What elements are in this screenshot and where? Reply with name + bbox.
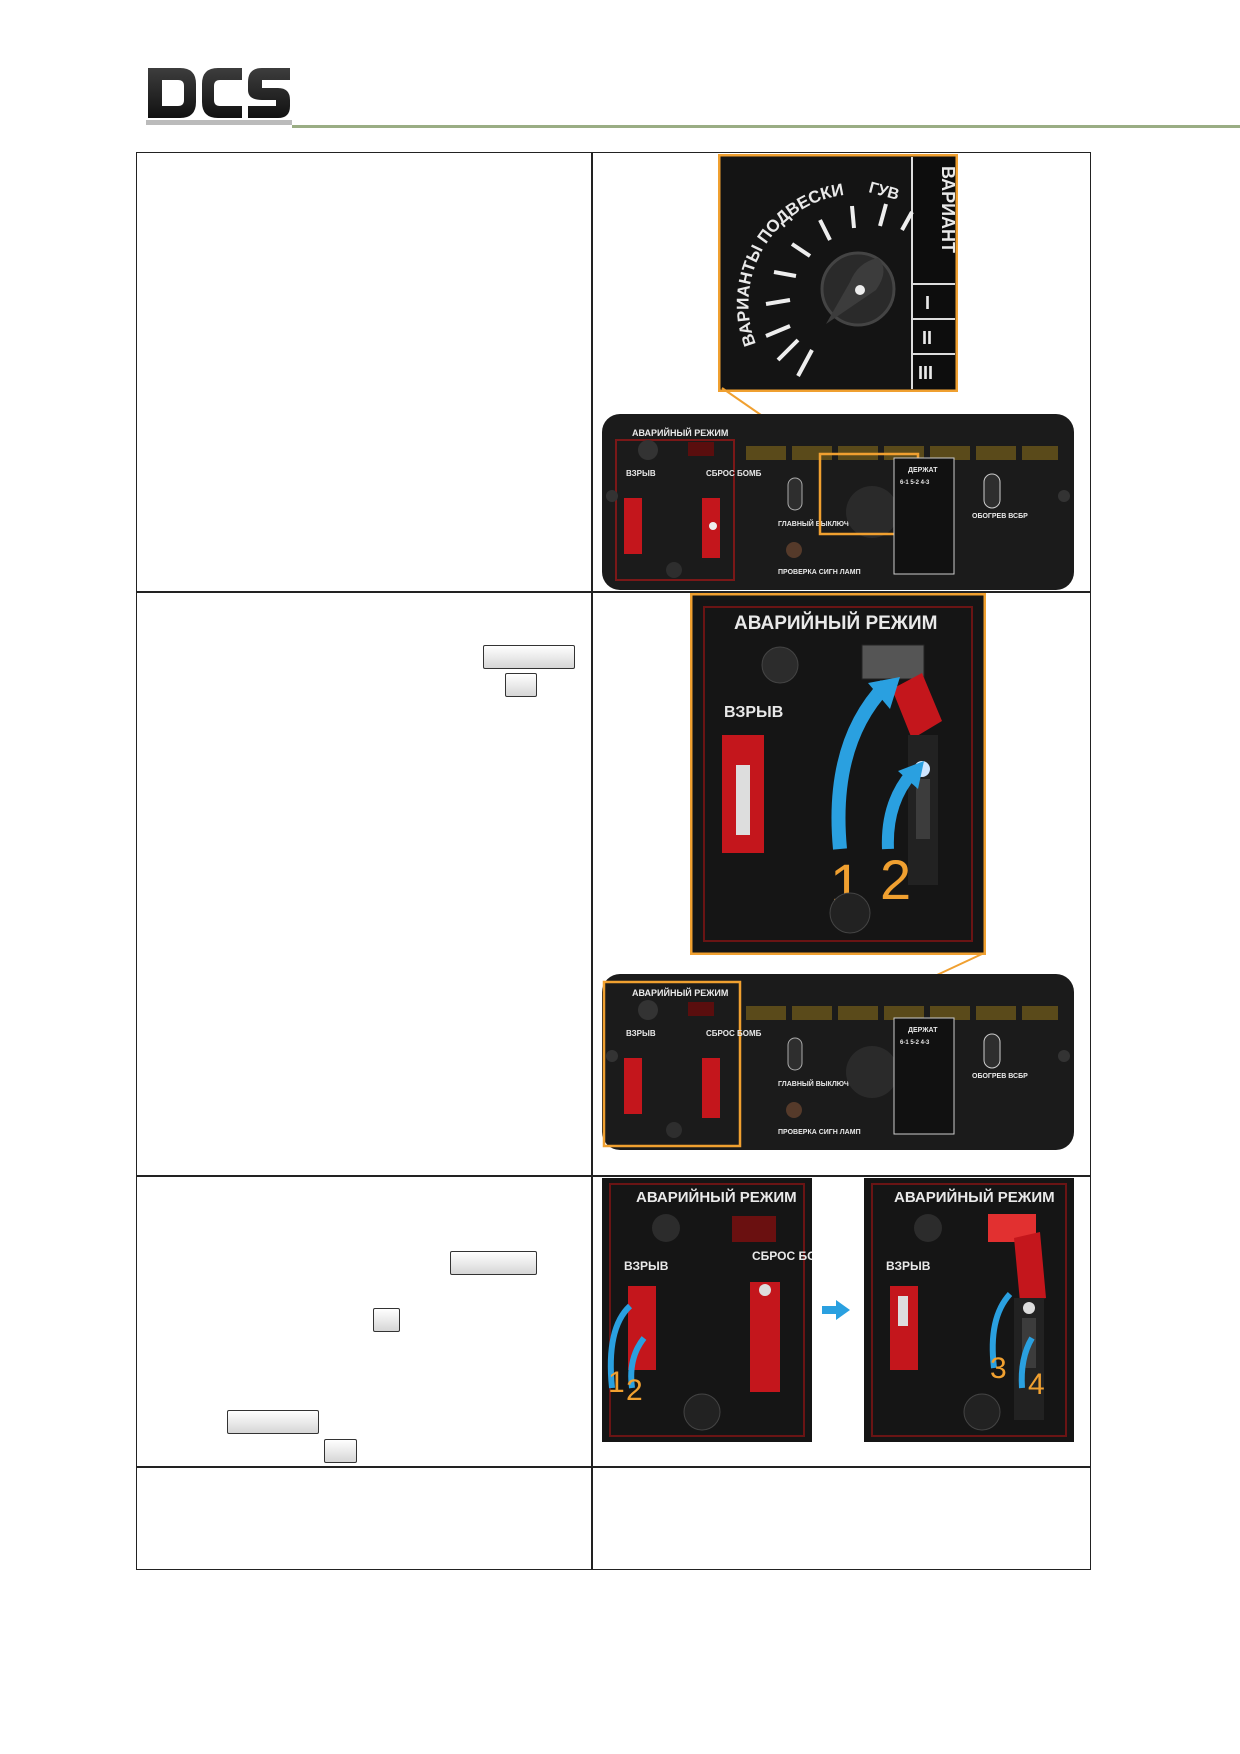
callout-3: 3 bbox=[990, 1352, 1007, 1385]
key-badge bbox=[373, 1308, 400, 1332]
panel-emergency-label: АВАРИЙНЫЙ РЕЖИМ bbox=[632, 987, 728, 998]
variant-title: ВАРИАНТ bbox=[938, 166, 958, 253]
row-divider bbox=[137, 591, 1090, 593]
panel-explosion-label: ВЗРЫВ bbox=[626, 469, 656, 478]
emergency-mode-before: АВАРИЙНЫЙ РЕЖИМ ВЗРЫВ СБРОС БОМБ 1 2 bbox=[602, 1178, 812, 1442]
dcs-logo bbox=[146, 68, 292, 125]
variant-numeral: II bbox=[922, 328, 932, 348]
before-explosion-label: ВЗРЫВ bbox=[624, 1259, 669, 1273]
key-badge bbox=[227, 1410, 319, 1434]
before-bomb-label: СБРОС БОМБ bbox=[752, 1249, 812, 1263]
weapons-control-panel: АВАРИЙНЫЙ РЕЖИМ ВЗРЫВ СБРОС БОМБ ГЛАВНЫЙ… bbox=[602, 974, 1074, 1150]
callout-4: 4 bbox=[1028, 1368, 1045, 1401]
panel-hold-label: ДЕРЖАТ bbox=[908, 1027, 938, 1034]
variant-numeral: III bbox=[918, 363, 933, 383]
panel-emergency-label: АВАРИЙНЫЙ РЕЖИМ bbox=[632, 427, 728, 438]
after-explosion-label: ВЗРЫВ bbox=[886, 1259, 931, 1273]
header-rule bbox=[292, 125, 1240, 128]
variant-numeral: I bbox=[925, 293, 930, 313]
weapons-control-panel: АВАРИЙНЫЙ РЕЖИМ ВЗРЫВ СБРОС БОМБ ГЛАВНЫЙ… bbox=[602, 414, 1074, 590]
content-table bbox=[136, 152, 1091, 1570]
panel-hold-label: ДЕРЖАТ bbox=[908, 467, 938, 474]
row-divider bbox=[137, 1175, 1090, 1177]
key-badge bbox=[450, 1251, 537, 1275]
callout-2: 2 bbox=[880, 848, 911, 911]
panel-lamp-test-label: ПРОВЕРКА СИГН ЛАМП bbox=[778, 569, 861, 576]
before-emergency-title: АВАРИЙНЫЙ РЕЖИМ bbox=[636, 1188, 797, 1206]
panel-main-switch-label: ГЛАВНЫЙ ВЫКЛЮЧ БВ bbox=[778, 1079, 861, 1088]
row-divider bbox=[137, 1466, 1090, 1468]
key-badge bbox=[505, 673, 537, 697]
panel-jettison-label: ОБОГРЕВ ВСБР bbox=[972, 513, 1028, 520]
key-badge bbox=[483, 645, 575, 669]
callout-1: 1 bbox=[608, 1366, 625, 1399]
panel-bomb-label: СБРОС БОМБ bbox=[706, 469, 762, 478]
suspension-variant-dial-zoom: ВАРИАНТ I II III ВАРИАНТЫ ПОДВЕСКИ ГУВ bbox=[718, 154, 958, 392]
key-badge bbox=[324, 1439, 357, 1463]
panel-hold-columns: 6-1 5-2 4-3 bbox=[900, 1040, 930, 1046]
zoom-emergency-title: АВАРИЙНЫЙ РЕЖИМ bbox=[734, 612, 937, 634]
zoom-explosion-label: ВЗРЫВ bbox=[724, 704, 783, 721]
column-divider bbox=[591, 153, 593, 1569]
panel-explosion-label: ВЗРЫВ bbox=[626, 1029, 656, 1038]
emergency-mode-zoom: АВАРИЙНЫЙ РЕЖИМ ВЗРЫВ 1 2 bbox=[690, 593, 986, 955]
transition-arrow bbox=[822, 1300, 850, 1320]
panel-jettison-label: ОБОГРЕВ ВСБР bbox=[972, 1073, 1028, 1080]
panel-hold-columns: 6-1 5-2 4-3 bbox=[900, 480, 930, 486]
panel-lamp-test-label: ПРОВЕРКА СИГН ЛАМП bbox=[778, 1129, 861, 1136]
callout-2: 2 bbox=[626, 1374, 643, 1407]
emergency-mode-after: АВАРИЙНЫЙ РЕЖИМ ВЗРЫВ 3 4 bbox=[864, 1178, 1074, 1442]
panel-bomb-label: СБРОС БОМБ bbox=[706, 1029, 762, 1038]
after-emergency-title: АВАРИЙНЫЙ РЕЖИМ bbox=[894, 1188, 1055, 1206]
